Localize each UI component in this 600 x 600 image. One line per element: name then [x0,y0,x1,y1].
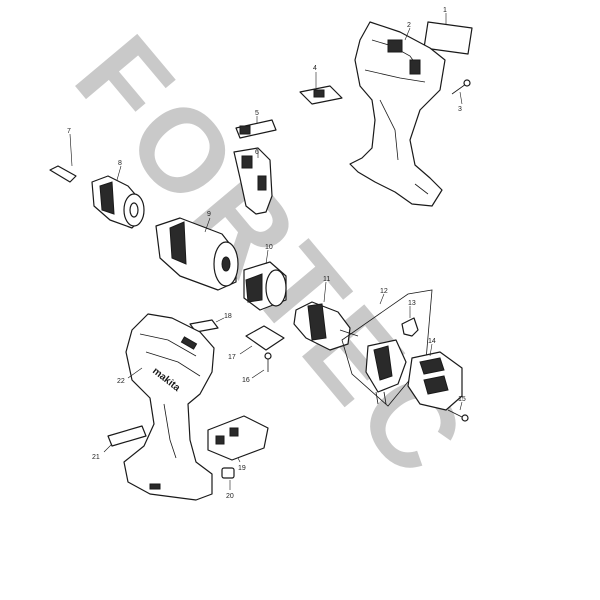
part-22-housing-set: makita 22 [117,313,215,501]
callout-10: 10 [265,244,273,251]
part-4-slide-switch: 4 [299,65,343,105]
callout-22: 22 [117,378,125,385]
part-8-keyless-chuck: 8 [91,160,145,229]
callout-18: 18 [224,313,232,320]
part-18-clip: 18 [189,313,232,333]
callout-14: 14 [428,338,436,345]
part-10-magnet-housing: 10 [243,244,287,311]
callout-4: 4 [313,65,317,72]
callout-15: 15 [458,396,466,403]
part-15-screw: 15 [447,396,469,422]
part-6-switch: 6 [233,147,273,215]
callout-19: 19 [238,465,246,472]
callout-7: 7 [67,128,71,135]
callout-13: 13 [408,300,416,307]
part-20-cap: 20 [221,467,235,500]
part-3-screw: 3 [451,79,471,113]
callout-9: 9 [207,211,211,218]
part-14-rear-cover: 14 [407,338,463,411]
part-5-label: 5 [235,110,277,139]
part-1-label-plate: 1 [423,7,473,55]
part-11-armature: 11 [293,276,359,351]
callout-17: 17 [228,354,236,361]
callout-16: 16 [242,377,250,384]
callout-11: 11 [323,276,330,283]
callout-1: 1 [443,7,447,14]
part-17-plate: 17 [228,325,285,361]
part-19-terminal: 19 [207,415,269,472]
part-16-screw: 16 [242,352,272,384]
callout-2: 2 [407,22,411,29]
part-7-chuck-screw: 7 [49,128,77,183]
callout-8: 8 [118,160,122,167]
callout-5: 5 [255,110,259,117]
part-9-gear-assembly: 9 [155,211,239,291]
callout-6: 6 [255,149,259,156]
callout-3: 3 [458,106,462,113]
callout-20: 20 [226,493,234,500]
part-12-controller-group: 12 [341,288,433,407]
part-13-sleeve: 13 [401,300,419,337]
part-21-label: 21 [92,425,147,461]
callout-12: 12 [380,288,388,295]
callout-21: 21 [92,454,100,461]
part-2-housing: 2 [349,21,446,207]
